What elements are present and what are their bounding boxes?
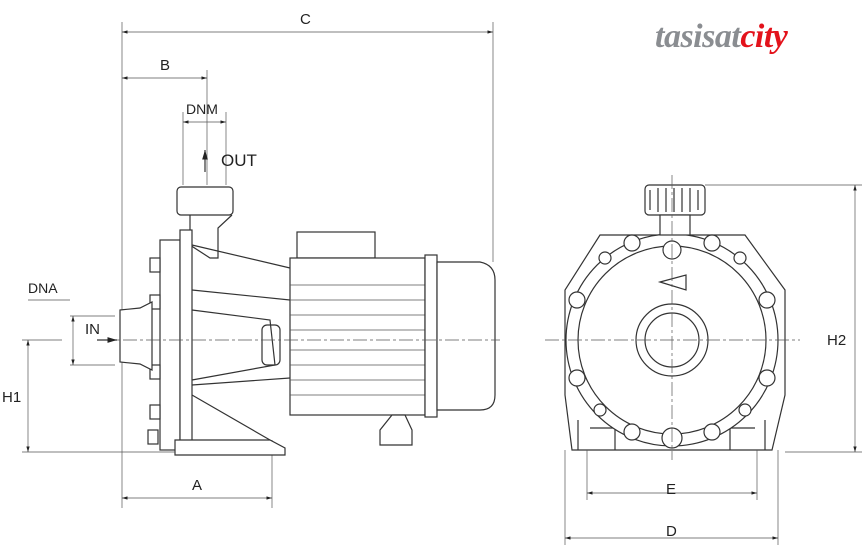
out-label: OUT <box>221 151 257 170</box>
logo-text-gray: tasisat <box>655 18 741 55</box>
dimension-a-label: A <box>192 477 202 494</box>
rotation-arrow-icon <box>657 274 687 291</box>
casing-bolts <box>568 234 776 441</box>
pump-foot <box>174 439 286 456</box>
side-view: C B DNM OUT A DNA IN <box>2 11 500 508</box>
motor-end-cap <box>436 261 496 411</box>
dimension-e-label: E <box>666 481 676 498</box>
dimension-c-label: C <box>300 11 311 28</box>
motor-foot <box>379 414 413 446</box>
dimension-h1-label: H1 <box>2 389 21 406</box>
dimension-d-label: D <box>666 523 677 540</box>
motor-body <box>289 257 426 416</box>
dimension-dna-label: DNA <box>28 280 58 296</box>
flange-bolts <box>147 257 161 445</box>
dimension-b-label: B <box>160 57 170 74</box>
dimension-h2-label: H2 <box>827 332 846 349</box>
logo-text-red: city <box>740 18 788 55</box>
dimension-dnm-label: DNM <box>186 101 218 117</box>
front-view: H2 E D <box>545 175 862 545</box>
terminal-box <box>296 231 376 259</box>
in-label: IN <box>85 321 100 338</box>
brand-logo: tasisatcity <box>655 18 788 56</box>
outlet-front <box>644 184 706 216</box>
inlet-nozzle <box>119 301 153 371</box>
